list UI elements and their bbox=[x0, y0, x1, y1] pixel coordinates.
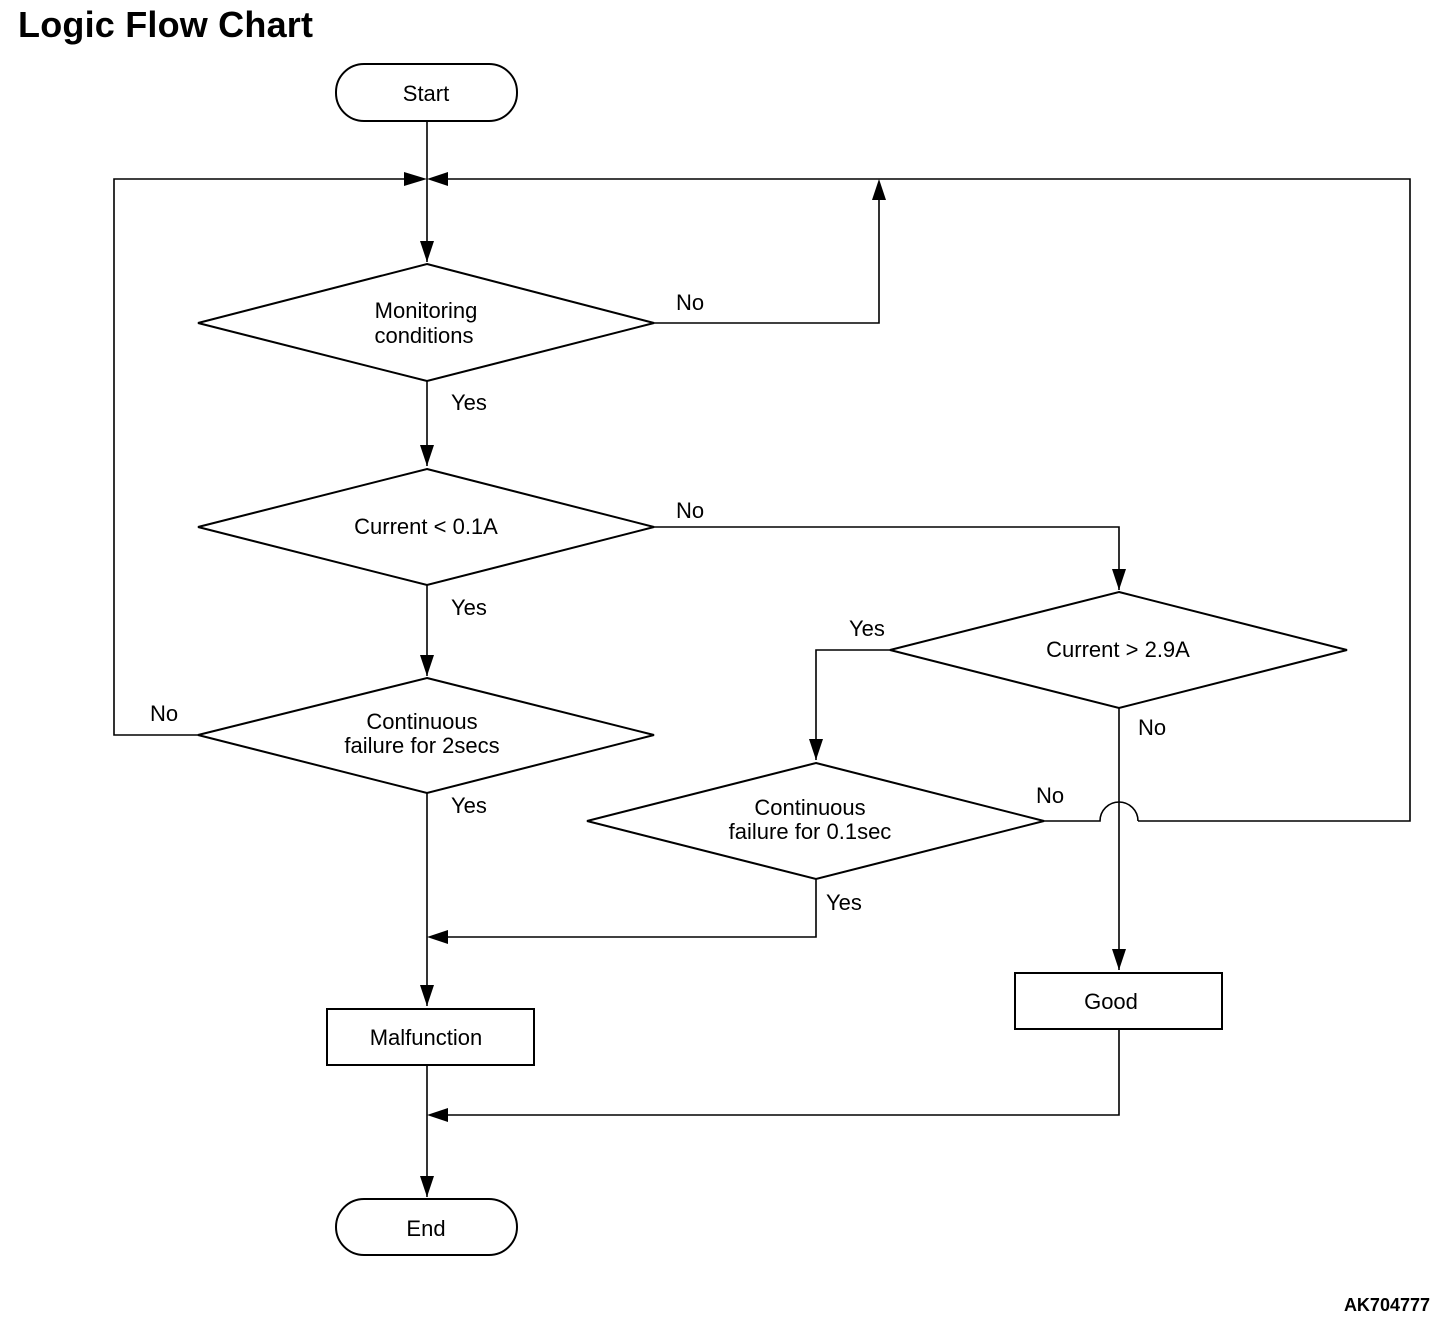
connector-current-high-yes bbox=[815, 649, 890, 760]
arrowhead-good bbox=[1112, 949, 1126, 970]
cont-01s-decision bbox=[586, 761, 1045, 881]
cont-01s-label-line1: Continuous bbox=[754, 795, 865, 820]
monitoring-label-line1: Monitoring bbox=[375, 298, 478, 323]
connector-good-to-end bbox=[430, 1029, 1120, 1116]
edge-label-monitoring-yes: Yes bbox=[451, 390, 487, 415]
monitoring-decision bbox=[197, 262, 655, 383]
node-monitoring-conditions: Monitoring conditions bbox=[197, 262, 655, 383]
figure-id: AK704777 bbox=[1343, 1295, 1430, 1315]
arrowhead-monitoring bbox=[420, 241, 434, 262]
current-low-decision bbox=[197, 467, 655, 587]
cont-2s-label-line1: Continuous bbox=[366, 709, 477, 734]
arrowhead-current-low bbox=[420, 445, 434, 466]
node-malfunction: Malfunction bbox=[326, 1008, 535, 1066]
start-terminator bbox=[335, 63, 518, 122]
node-current-high: Current > 2.9A bbox=[889, 590, 1348, 710]
arrowhead-cont-01s bbox=[809, 739, 823, 760]
page-title: Logic Flow Chart bbox=[18, 4, 314, 45]
cont-2s-decision bbox=[197, 676, 655, 795]
connector-cont-01s-no bbox=[1044, 801, 1139, 822]
malfunction-box bbox=[326, 1008, 535, 1066]
node-current-low: Current < 0.1A bbox=[197, 467, 655, 587]
current-high-label: Current > 2.9A bbox=[1046, 637, 1190, 662]
monitoring-label-line2: conditions bbox=[374, 323, 473, 348]
node-continuous-2secs: Continuous failure for 2secs bbox=[197, 676, 655, 795]
cont-2s-label-line2: failure for 2secs bbox=[344, 733, 499, 758]
connectors bbox=[113, 121, 1411, 1197]
arrowhead-loop-left bbox=[404, 172, 427, 186]
end-label: End bbox=[406, 1216, 445, 1241]
cont-01s-label-line2: failure for 0.1sec bbox=[729, 819, 892, 844]
current-low-label: Current < 0.1A bbox=[354, 514, 498, 539]
arrowhead-loop-right bbox=[427, 172, 448, 186]
arrowhead-join-cont-01s bbox=[427, 930, 448, 944]
arrowhead-current-high bbox=[1112, 569, 1126, 590]
node-end: End bbox=[335, 1198, 518, 1256]
arrowhead-join-good bbox=[427, 1108, 448, 1122]
edge-label-current-high-yes: Yes bbox=[849, 616, 885, 641]
edge-label-cont-2s-no: No bbox=[150, 701, 178, 726]
arrowhead-cont-2s bbox=[420, 655, 434, 676]
edge-label-cont-01s-no: No bbox=[1036, 783, 1064, 808]
arrowhead-end bbox=[420, 1176, 434, 1197]
end-terminator bbox=[335, 1198, 518, 1256]
connector-monitoring-no bbox=[654, 182, 880, 324]
malfunction-label: Malfunction bbox=[370, 1025, 483, 1050]
node-good: Good bbox=[1014, 972, 1223, 1030]
edge-label-current-low-no: No bbox=[676, 498, 704, 523]
connector-cont-2s-no bbox=[113, 178, 404, 736]
arrowhead-monitoring-no-up bbox=[872, 179, 886, 200]
connector-loop-top bbox=[446, 178, 1411, 822]
edge-label-current-high-no: No bbox=[1138, 715, 1166, 740]
node-start: Start bbox=[335, 63, 518, 122]
good-label: Good bbox=[1084, 989, 1138, 1014]
edge-labels: No Yes No Yes No Yes Yes No No Yes bbox=[150, 290, 1166, 915]
connector-cont-01s-yes bbox=[430, 879, 817, 938]
edge-label-cont-01s-yes: Yes bbox=[826, 890, 862, 915]
arrowhead-malfunction bbox=[420, 985, 434, 1006]
edge-label-current-low-yes: Yes bbox=[451, 595, 487, 620]
good-box bbox=[1014, 972, 1223, 1030]
edge-label-cont-2s-yes: Yes bbox=[451, 793, 487, 818]
current-high-decision bbox=[889, 590, 1348, 710]
edge-label-monitoring-no: No bbox=[676, 290, 704, 315]
start-label: Start bbox=[403, 81, 449, 106]
node-continuous-01sec: Continuous failure for 0.1sec bbox=[586, 761, 1045, 881]
arrowheads bbox=[404, 172, 1126, 1197]
connector-current-low-no bbox=[654, 526, 1120, 590]
